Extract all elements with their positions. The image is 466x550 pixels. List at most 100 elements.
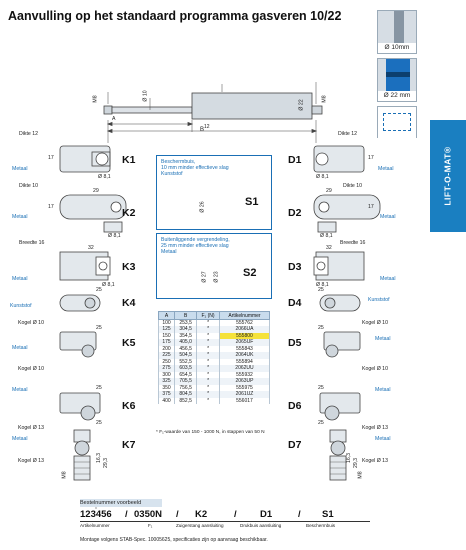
code-k7: K7 (122, 439, 136, 451)
col-b: B (174, 311, 198, 320)
s2-desc-line1: Buitenliggende vergrendeling, (161, 237, 230, 243)
k4-kogel: Kogel Ø 10 (18, 320, 44, 326)
d4-25: 25 (318, 287, 324, 293)
table-cell: 504,5 (174, 352, 198, 359)
code-d2: D2 (288, 207, 302, 219)
d7-dim1: 16,3 (346, 452, 353, 464)
dim-m8-left: M8 (92, 95, 99, 103)
table-cell: 350 (157, 384, 176, 391)
k6-material: Metaal (12, 387, 28, 393)
code-d6: D6 (288, 400, 302, 412)
right-end-fittings (313, 145, 381, 481)
order-sub-rod: Zuigerstang aansluiting (176, 523, 224, 528)
k2-29: 29 (93, 188, 99, 194)
s1-desc-line1: Beschermbuis, (161, 159, 196, 165)
k1-material: Metaal (12, 166, 28, 172)
table-cell: 555843 (218, 345, 271, 352)
table-cell: 804,5 (174, 391, 198, 398)
table-cell: 552,5 (174, 358, 198, 365)
table-cell: 375 (157, 391, 176, 398)
s1-code: S1 (245, 196, 259, 208)
k7-kogel: Kogel Ø 13 (18, 458, 44, 464)
order-header-bg (80, 499, 162, 507)
order-sub-tube: Drukbuis aansluiting (240, 523, 282, 528)
code-k6: K6 (122, 400, 136, 412)
k3-d81: Ø 8,1 (102, 282, 115, 288)
swatch-22mm-label: Ø 22 mm (383, 92, 411, 99)
k7-m8: M8 (61, 471, 68, 479)
d1-d81: Ø 8,1 (316, 174, 329, 180)
dim-m8-right: M8 (321, 95, 328, 103)
d5-material: Metaal (375, 336, 391, 342)
order-sub-f1: F₁ (148, 523, 153, 528)
s2-d27: Ø 27 (201, 271, 208, 283)
code-d3: D3 (288, 261, 302, 273)
option-s1-box: Beschermbuis, 10 mm minder effectieve sl… (156, 155, 272, 230)
swatch-22mm: Ø 22 mm (377, 58, 417, 102)
s2-desc-line3: Metaal (161, 249, 177, 256)
option-s2-box: Buitenliggende vergrendeling, 25 mm mind… (156, 233, 272, 299)
s2-description: Buitenliggende vergrendeling, 25 mm mind… (161, 237, 230, 256)
table-cell: 555894 (218, 358, 271, 365)
table-cell: 405,0 (174, 339, 198, 346)
table-cell: * (196, 397, 220, 404)
table-cell: 400 (157, 397, 176, 404)
table-cell: 150 (157, 332, 176, 339)
code-d1: D1 (288, 154, 302, 166)
d7-material: Metaal (375, 436, 391, 442)
d6-kogel: Kogel Ø 13 (362, 425, 388, 431)
k1-dikte: Dikte 12 (19, 131, 39, 137)
swatch-10mm-label: Ø 10mm (384, 44, 410, 51)
table-cell: 2066UA (218, 326, 271, 333)
col-artikelnummer: Artikelnummer (218, 311, 271, 320)
order-sub-article: Artikelnummer (80, 523, 110, 528)
table-cell: 225 (157, 352, 176, 359)
d1-dikte: Dikte 12 (338, 131, 358, 137)
d7-kogel: Kogel Ø 13 (362, 458, 388, 464)
d2-dikte: Dikte 10 (343, 183, 363, 189)
table-cell: 555762 (218, 319, 271, 326)
order-sep-4: / (298, 509, 301, 520)
k7-material: Metaal (12, 436, 28, 442)
left-end-fittings (59, 145, 127, 481)
dim-b-letter: B (200, 127, 205, 133)
table-cell: 2064UK (218, 352, 271, 359)
k1-d81: Ø 8,1 (98, 174, 111, 180)
d6-25: 25 (318, 385, 324, 391)
order-header: Bestelnummer voorbeeld (80, 500, 142, 506)
order-part-article: 123456 (80, 509, 112, 520)
col-f1: F₁ (N) (196, 311, 220, 320)
s2-d23: Ø 23 (213, 271, 220, 283)
code-k3: K3 (122, 261, 136, 273)
k3-breedte: Breedte 16 (19, 240, 45, 246)
dim-d10: Ø 10 (142, 90, 149, 102)
table-cell: 100 (157, 319, 176, 326)
k7-25: 25 (96, 420, 102, 426)
order-sep-2: / (176, 509, 179, 520)
k2-17: 17 (48, 204, 54, 210)
k3-material: Metaal (12, 276, 28, 282)
s1-desc-line2: 10 mm minder effectieve slag (161, 165, 229, 172)
d5-25: 25 (318, 325, 324, 331)
s1-desc-line3: Kunststof (161, 171, 183, 178)
d7-25: 25 (318, 420, 324, 426)
d2-29: 29 (326, 188, 332, 194)
order-sep-1: / (125, 509, 128, 520)
brand-side-tab: LIFT-O-MAT® (430, 120, 466, 232)
table-cell: 555975 (218, 384, 271, 391)
d7-m8: M8 (357, 471, 364, 479)
order-part-protect: S1 (322, 509, 334, 520)
code-d5: D5 (288, 337, 302, 349)
